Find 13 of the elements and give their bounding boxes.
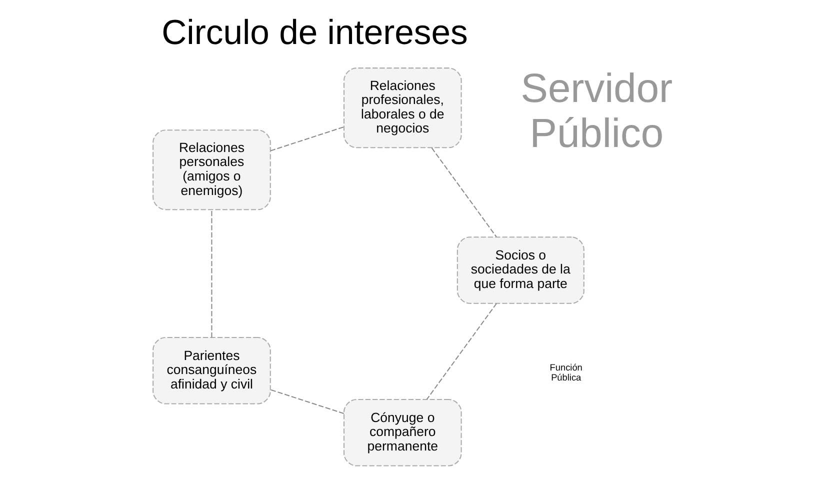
connector [270,126,344,152]
label: Servidor Público [520,64,673,156]
node-box: Relaciones profesionales, laborales o de negocios [344,68,462,148]
connector [426,303,497,400]
connector [211,210,212,338]
node-box: Parientes consanguíneos afinidad y civil [152,336,271,404]
diagram-title: Circulo de intereses [162,14,468,52]
label: Función Pública [550,362,582,383]
node-box: Socios o sociedades de la que forma parte [456,236,584,304]
node-box: Cónyuge o compañero permanente [344,399,462,466]
connector [431,148,497,238]
node-box: Relaciones personales (amigos o enemigos) [152,130,271,210]
connector [270,389,344,414]
